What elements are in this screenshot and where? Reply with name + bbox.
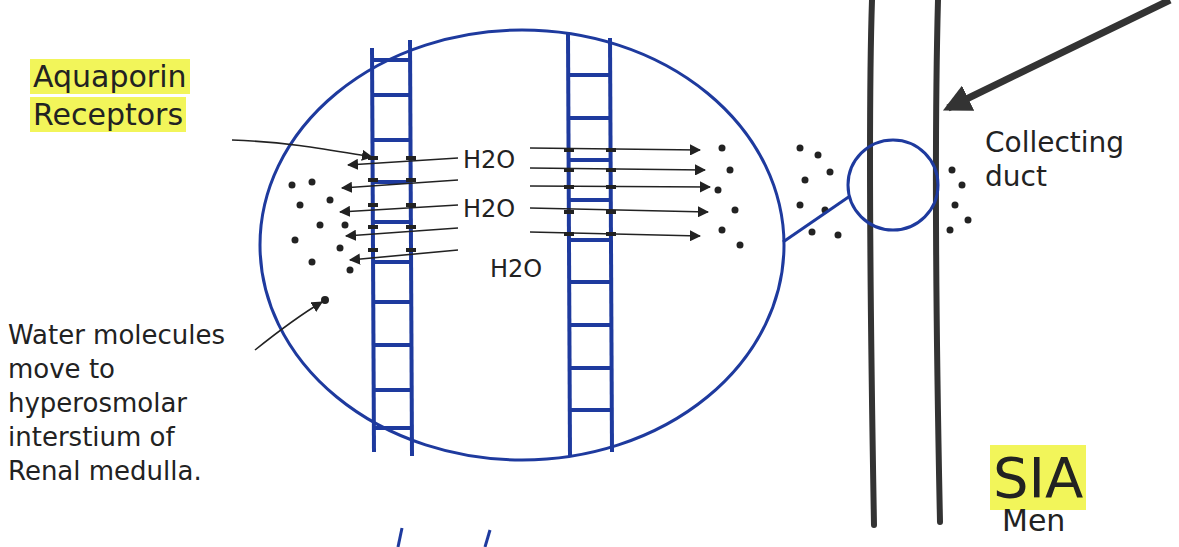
topic-subtext: Men (1002, 503, 1065, 538)
leader-line (232, 140, 372, 157)
molecule-label: H2O (490, 255, 542, 283)
callout-label: Aquaporin Receptors (30, 59, 190, 132)
molecule-label: H2O (463, 146, 515, 174)
molecule-label: H2O (463, 195, 515, 223)
note-text: Water molecules move to hyperosmolar int… (8, 320, 225, 486)
water-arrows (340, 148, 710, 260)
cut-off-strokes (398, 528, 490, 547)
molecule-label-box: H2O (463, 195, 533, 223)
duct-wall-right (568, 34, 612, 456)
leader-line (255, 302, 322, 350)
zoom-circle (260, 30, 784, 460)
note-text-box: Water molecules move to hyperosmolar int… (8, 318, 243, 488)
topic-subtext-box: Men (1002, 503, 1172, 539)
zoom-connector (783, 196, 850, 242)
focus-circle (848, 140, 938, 230)
part-label-box: Collecting duct (985, 126, 1135, 194)
collecting-duct-tube (870, 0, 940, 525)
molecule-label-box: H2O (463, 146, 533, 174)
pointer-arrow (948, 0, 1170, 108)
part-label: Collecting duct (985, 126, 1124, 193)
topic-heading-box: SIA (990, 446, 1179, 510)
topic-heading: SIA (990, 445, 1086, 510)
molecule-label-box: H2O (490, 255, 560, 283)
callout-label-box: Aquaporin Receptors (30, 58, 245, 134)
